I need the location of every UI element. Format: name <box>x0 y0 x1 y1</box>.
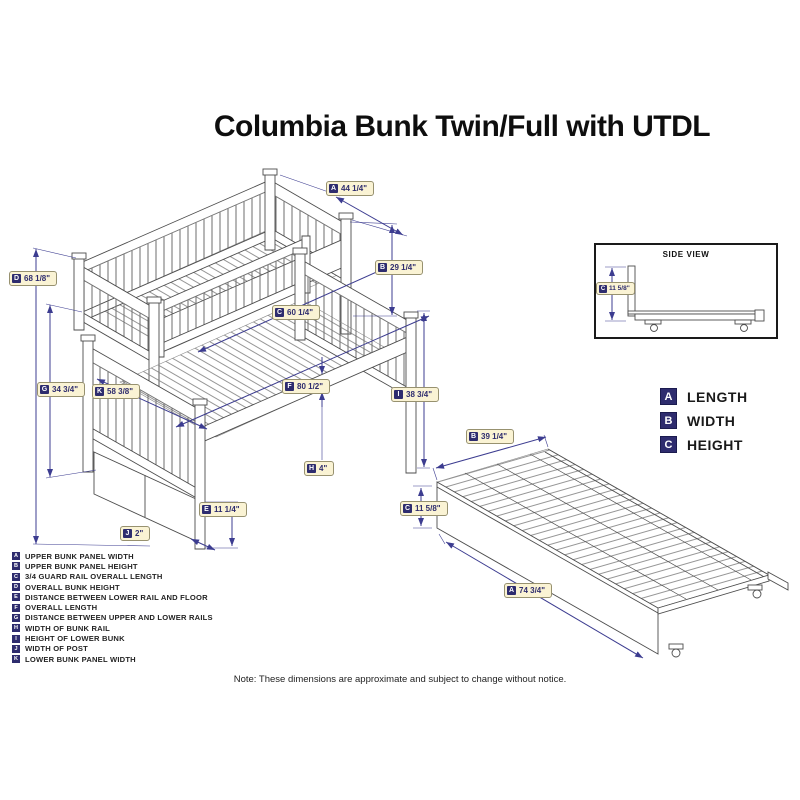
dim-letter-badge: J <box>123 529 132 538</box>
dim-letter-badge: C <box>599 284 607 293</box>
dim-letter-badge: C <box>275 308 284 317</box>
key-letter-badge: B <box>12 562 20 571</box>
key-row: C 3/4 GUARD RAIL OVERALL LENGTH <box>12 572 163 582</box>
dim-letter-badge: B <box>378 263 387 272</box>
key-row: K LOWER BUNK PANEL WIDTH <box>12 654 136 664</box>
dim-letter-badge: D <box>12 274 21 283</box>
key-letter-badge: F <box>12 603 20 612</box>
key-row: D OVERALL BUNK HEIGHT <box>12 582 120 592</box>
key-letter-badge: E <box>12 593 20 602</box>
page-title: Columbia Bunk Twin/Full with UTDL <box>213 110 711 143</box>
key-row: H WIDTH OF BUNK RAIL <box>12 623 111 633</box>
abc-legend: A LENGTH B WIDTH C HEIGHT <box>660 388 748 460</box>
dim-letter-badge: E <box>202 505 211 514</box>
dim-letter-badge: H <box>307 464 316 473</box>
legend-letter-badge: A <box>660 388 677 405</box>
legend-letter-badge: C <box>660 436 677 453</box>
legend-letter-badge: B <box>660 412 677 429</box>
key-row: B UPPER BUNK PANEL HEIGHT <box>12 561 138 571</box>
dim-letter-badge: F <box>285 382 294 391</box>
key-row: E DISTANCE BETWEEN LOWER RAIL AND FLOOR <box>12 592 213 602</box>
key-letter-badge: C <box>12 572 20 581</box>
key-letter-badge: G <box>12 613 20 622</box>
dim-letter-badge: B <box>469 432 478 441</box>
dim-letter-badge: G <box>40 385 49 394</box>
extension-lines <box>32 174 549 549</box>
key-letter-badge: I <box>12 634 20 643</box>
key-row: J WIDTH OF POST <box>12 644 213 654</box>
side-view-title: SIDE VIEW <box>662 250 710 259</box>
dimension-key-list: A UPPER BUNK PANEL WIDTH B UPPER BUNK PA… <box>12 551 213 664</box>
dim-letter-badge: A <box>507 586 516 595</box>
trundle-drawing <box>436 448 789 658</box>
dim-letter-badge: A <box>329 184 338 193</box>
legend-row-width: B WIDTH <box>660 412 748 429</box>
dim-letter-badge: C <box>403 504 412 513</box>
key-row: A UPPER BUNK PANEL WIDTH <box>12 551 134 561</box>
key-letter-badge: A <box>12 552 20 561</box>
dim-letter-badge: K <box>95 387 104 396</box>
key-letter-badge: H <box>12 624 20 633</box>
key-letter-badge: J <box>12 644 20 653</box>
legend-row-height: C HEIGHT <box>660 436 748 453</box>
key-row: F OVERALL LENGTH <box>12 602 213 612</box>
key-letter-badge: D <box>12 583 20 592</box>
dim-letter-badge: I <box>394 390 403 399</box>
disclaimer-note: Note: These dimensions are approximate a… <box>233 674 567 685</box>
legend-row-length: A LENGTH <box>660 388 748 405</box>
key-row: G DISTANCE BETWEEN UPPER AND LOWER RAILS <box>12 613 213 623</box>
key-letter-badge: K <box>12 655 20 664</box>
key-row: I HEIGHT OF LOWER BUNK <box>12 633 213 643</box>
